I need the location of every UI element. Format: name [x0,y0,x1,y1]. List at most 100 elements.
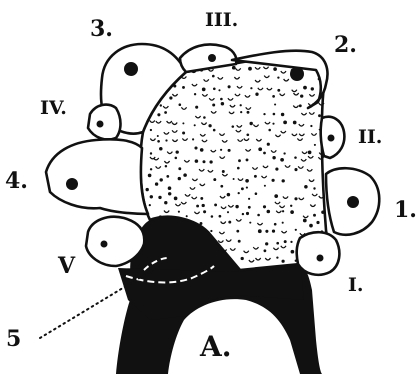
stipple-dot [304,185,308,189]
label-5: 5 [6,326,21,352]
stipple-dot [241,187,244,190]
stipple-dot [159,147,163,151]
stipple-dot [169,96,172,99]
stipple-dot [242,213,244,215]
stipple-dot [211,215,214,218]
stipple-dot [274,194,278,198]
stipple-dot [263,152,266,155]
stipple-dot [182,122,184,124]
stipple-dot [246,187,248,189]
stipple-dot [168,186,172,190]
stipple-dot [166,175,169,178]
stipple-dot [303,219,307,223]
plate-1-dot [347,196,359,208]
stipple-dot [157,135,159,137]
stipple-dot [200,197,203,200]
stipple-dot [213,178,216,181]
stipple-dot [309,224,313,228]
stipple-dot [158,196,161,199]
stipple-dot [272,95,275,98]
stipple-dot [238,240,241,243]
stipple-dot [318,114,321,117]
stipple-dot [195,159,199,163]
stipple-dot [238,192,240,194]
label-II: II. [358,126,382,148]
stipple-dot [246,133,249,136]
stipple-dot [220,149,222,151]
stipple-dot [313,187,315,189]
stipple-dot [164,111,167,114]
stipple-dot [246,158,249,161]
stipple-dot [150,195,153,198]
label-3: 3. [90,16,113,42]
label-A: A. [199,330,231,363]
stipple-dot [280,158,284,162]
stipple-dot [282,179,285,182]
stipple-dot [165,139,167,141]
stipple-dot [283,152,285,154]
stipple-dot [290,241,292,243]
stipple-dot [277,89,280,92]
stipple-dot [273,113,276,116]
stipple-dot [248,206,251,209]
stipple-dot [274,103,276,105]
stipple-dot [146,188,149,191]
plate-I [297,232,340,275]
stipple-dot [159,215,162,218]
plate-4-dot [66,178,78,190]
stipple-dot [247,111,250,114]
stipple-dot [183,173,187,177]
stipple-dot [241,257,244,260]
stipple-dot [265,242,268,245]
stipple-dot [299,104,302,107]
stipple-dot [268,129,271,132]
stipple-dot [263,205,266,208]
stipple-dot [276,242,279,245]
stipple-dot [248,67,252,71]
stipple-dot [295,229,297,231]
stipple-dot [150,129,152,131]
plate-4 [46,139,148,214]
stipple-dot [290,210,294,214]
stipple-dot [258,229,262,233]
stipple-dot [313,214,316,217]
stipple-dot [277,76,279,78]
stipple-dot [148,174,152,178]
stipple-dot [227,211,229,213]
stipple-dot [220,98,223,101]
stipple-dot [227,193,231,197]
stipple-dot [186,215,188,217]
stipple-dot [258,147,262,151]
stipple-dot [314,144,316,146]
stipple-dot [192,138,194,140]
stipple-dot [228,221,231,224]
stipple-dot [232,125,235,128]
stipple-dot [267,143,270,146]
stipple-dot [254,175,257,178]
stipple-dot [200,222,203,225]
stipple-dot [203,210,206,213]
stipple-dot [149,204,151,206]
stipple-dot [290,205,292,207]
stipple-dot [228,85,231,88]
stipple-dot [182,131,185,134]
stipple-dot [273,67,277,71]
stipple-dot [267,210,271,214]
stipple-dot [294,168,297,171]
stipple-dot [272,230,275,233]
stipple-dot [245,179,249,183]
stipple-dot [255,93,258,96]
label-I: I. [348,274,364,296]
stipple-dot [238,159,241,162]
stipple-dot [195,106,198,109]
stipple-dot [212,75,215,78]
stipple-dot [160,104,162,106]
plate-IV-dot [97,121,104,128]
stipple-dot [284,240,287,243]
stipple-dot [233,178,235,180]
label-2: 2. [334,32,357,58]
stipple-dot [175,157,178,160]
label-4: 4. [5,168,28,194]
stipple-dot [311,87,314,90]
